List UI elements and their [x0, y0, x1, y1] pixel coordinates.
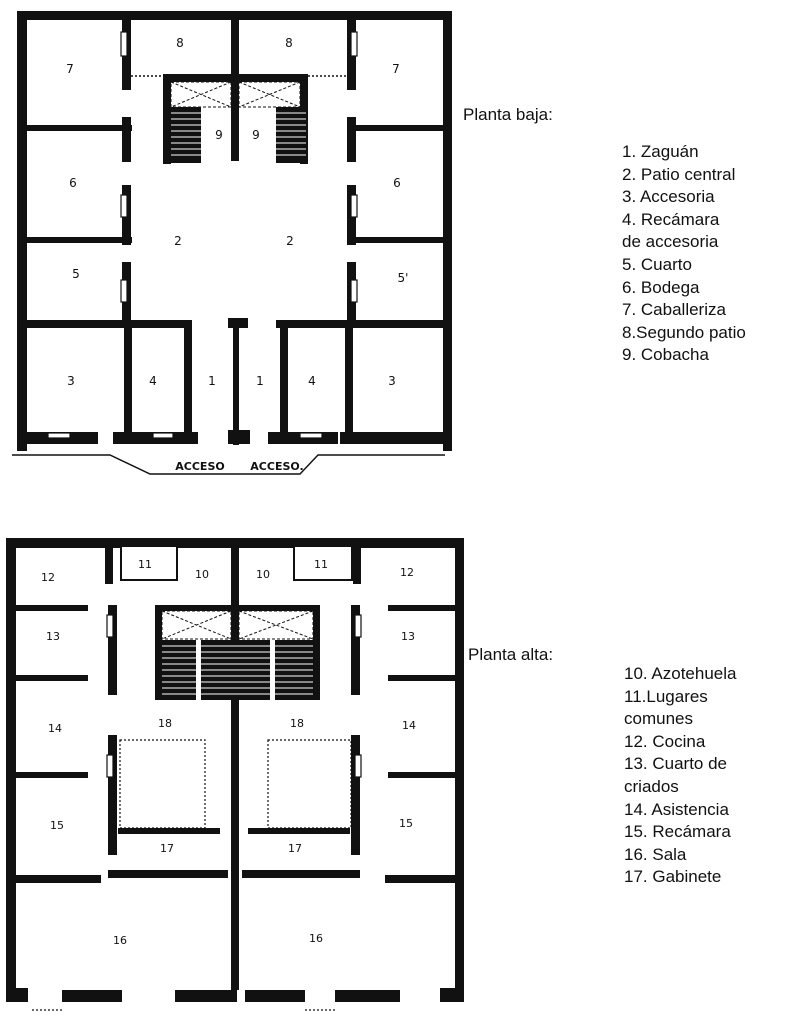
legend-item: 7. Caballeriza — [622, 300, 726, 320]
room-12-left: 12 — [41, 571, 55, 584]
room-13-left: 13 — [46, 630, 60, 643]
room-2-right: 2 — [286, 234, 294, 248]
ground-floor-title: Planta baja: — [463, 105, 553, 124]
room-4-right: 4 — [308, 374, 316, 388]
legend-item: 8.Segundo patio — [622, 322, 746, 342]
room-17-left: 17 — [160, 842, 174, 855]
room-7-right: 7 — [392, 62, 400, 76]
room-4-left: 4 — [149, 374, 157, 388]
legend-item: 17. Gabinete — [624, 867, 722, 887]
upper-skylights — [161, 610, 314, 640]
room-9-left: 9 — [215, 128, 223, 142]
room-2-left: 2 — [174, 234, 182, 248]
access-label-right: ACCESO. — [250, 460, 303, 473]
legend-item: 2. Patio central — [622, 164, 736, 184]
room-18-right: 18 — [290, 717, 304, 730]
legend-item: 3. Accesoria — [622, 187, 715, 207]
legend-item: 15. Recámara — [624, 822, 731, 842]
room-11-left: 11 — [138, 558, 152, 571]
legend-item: 11.Lugares — [624, 686, 708, 706]
room-1-left: 1 — [208, 374, 216, 388]
room-16-left: 16 — [113, 934, 127, 947]
legend-item: 5. Cuarto — [622, 254, 692, 274]
room-1-right: 1 — [256, 374, 264, 388]
room-14-left: 14 — [48, 722, 62, 735]
room-13-right: 13 — [401, 630, 415, 643]
room-15-right: 15 — [399, 817, 413, 830]
room-9-right: 9 — [252, 128, 260, 142]
upper-walls — [6, 538, 464, 1002]
legend-item: 4. Recámara — [622, 209, 720, 229]
legend-item: 13. Cuarto de — [624, 754, 728, 774]
room-16-right: 16 — [309, 932, 323, 945]
legend-item: 1. Zaguán — [622, 142, 699, 161]
legend-item: 10. Azotehuela — [624, 664, 737, 683]
legend-item: 16. Sala — [624, 844, 687, 864]
street-curb — [12, 454, 445, 475]
upper-stairs — [162, 640, 313, 700]
ground-walls — [17, 11, 452, 451]
legend-item: criados — [624, 776, 679, 796]
room-10-right: 10 — [256, 568, 270, 581]
room-8-left: 8 — [176, 36, 184, 50]
room-15-left: 15 — [50, 819, 64, 832]
legend-item: comunes — [624, 709, 693, 729]
room-8-right: 8 — [285, 36, 293, 50]
room-17-right: 17 — [288, 842, 302, 855]
room-3-left: 3 — [67, 374, 75, 388]
upper-room-labels: 12 12 11 11 10 10 13 13 14 14 18 18 15 1… — [41, 558, 416, 947]
room-18-left: 18 — [158, 717, 172, 730]
access-label-left: ACCESO — [175, 460, 224, 473]
upper-dotted-halls — [32, 739, 352, 1011]
room-10-left: 10 — [195, 568, 209, 581]
room-3-right: 3 — [388, 374, 396, 388]
room-12-right: 12 — [400, 566, 414, 579]
upper-floor-legend: 10. Azotehuela 11.Lugares comunes 12. Co… — [624, 663, 736, 889]
room-6-left: 6 — [69, 176, 77, 190]
ground-floor-legend: 1. Zaguán 2. Patio central 3. Accesoria … — [622, 141, 746, 367]
ground-floor-plan: 8 8 7 7 9 9 6 6 2 2 5 5' 3 3 4 4 1 1 ACC… — [12, 11, 452, 475]
room-6-right: 6 — [393, 176, 401, 190]
legend-item: de accesoria — [622, 232, 719, 252]
legend-item: 14. Asistencia — [624, 799, 729, 819]
legend-item: 9. Cobacha — [622, 345, 709, 365]
upper-openings — [106, 614, 362, 778]
ground-room-labels: 8 8 7 7 9 9 6 6 2 2 5 5' 3 3 4 4 1 1 — [66, 36, 408, 388]
room-7-left: 7 — [66, 62, 74, 76]
legend-item: 12. Cocina — [624, 731, 706, 751]
legend-item: 6. Bodega — [622, 277, 700, 297]
upper-floor-title: Planta alta: — [468, 645, 554, 664]
ground-stairs — [171, 107, 306, 163]
room-11-right: 11 — [314, 558, 328, 571]
ground-openings — [47, 31, 358, 439]
upper-common-boxes — [120, 545, 353, 581]
room-14-right: 14 — [402, 719, 416, 732]
room-5-right: 5' — [398, 271, 409, 285]
upper-floor-plan: 12 12 11 11 10 10 13 13 14 14 18 18 15 1… — [6, 538, 464, 1011]
room-5-left: 5 — [72, 267, 80, 281]
